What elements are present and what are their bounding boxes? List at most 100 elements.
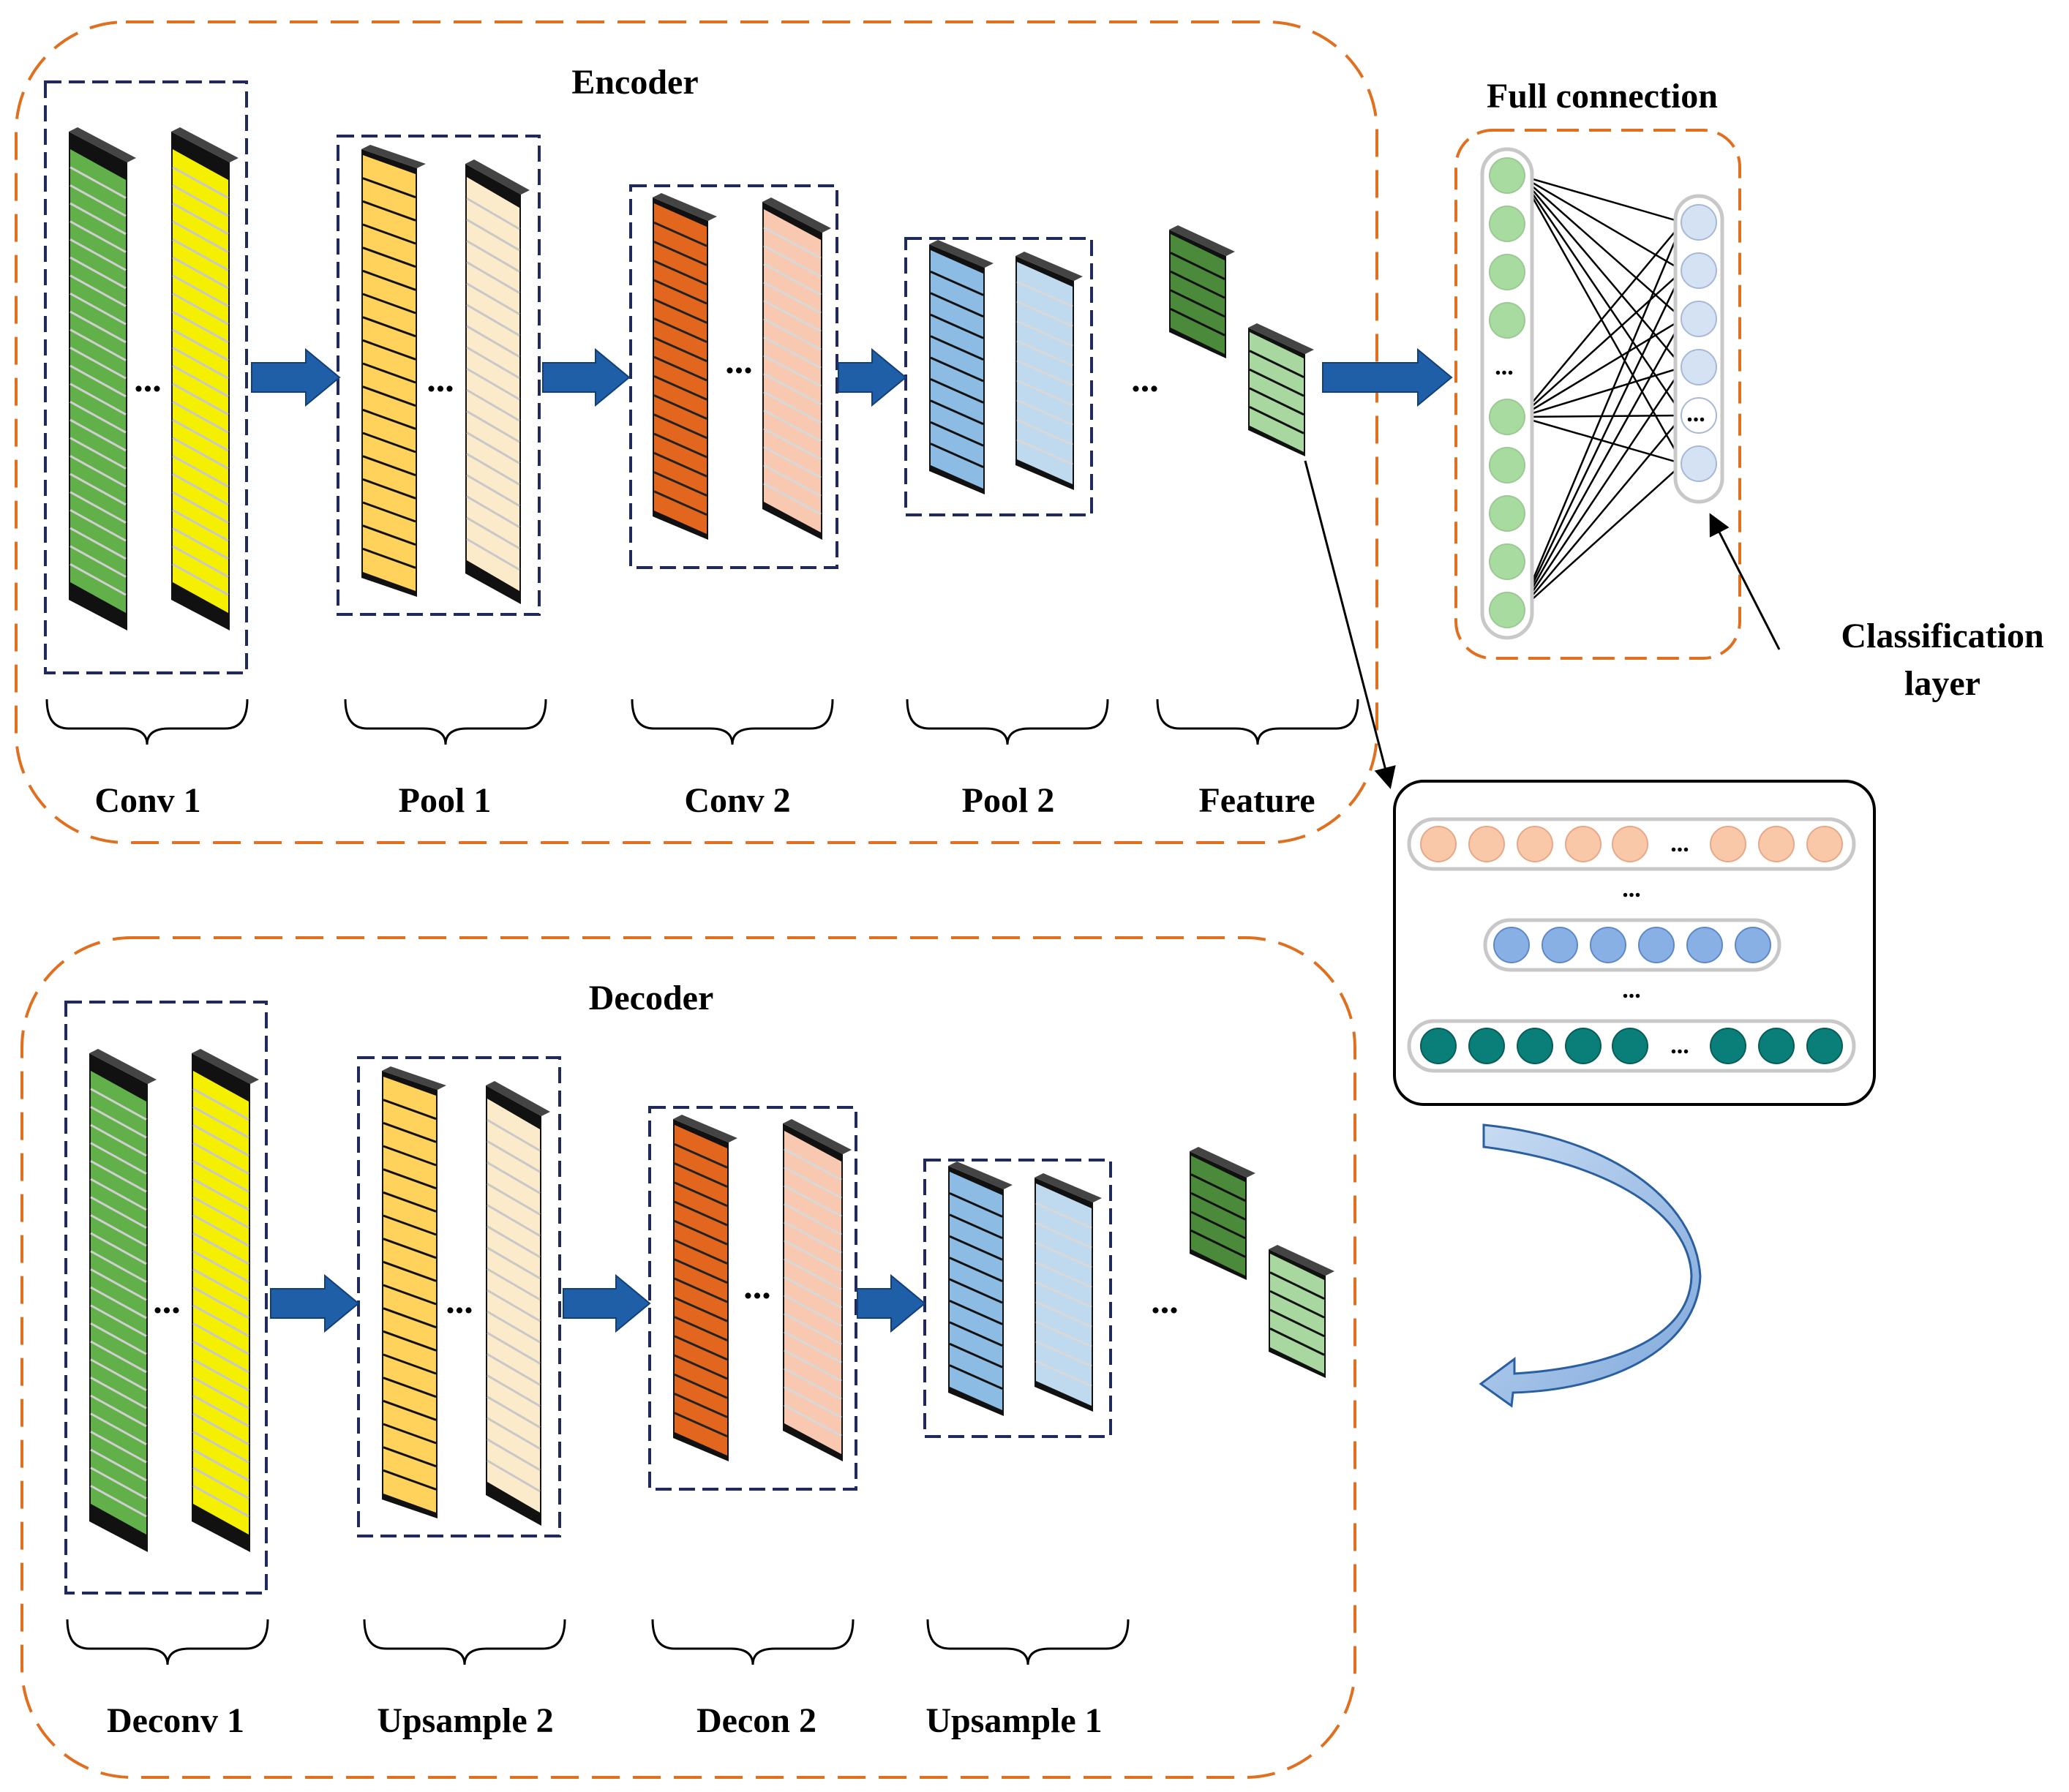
decoder-border	[20, 936, 1356, 1779]
arrow-deconv1-upsample2	[270, 1273, 360, 1333]
label-conv-2: Conv 2	[684, 781, 790, 820]
feature-layer-dark	[1169, 225, 1235, 358]
label-pool-1: Pool 1	[399, 781, 492, 820]
vector-row-teal-node	[1468, 1028, 1505, 1064]
vector-ellipsis-lower: ...	[1622, 976, 1641, 1004]
vector-row-blue-node	[1542, 927, 1578, 963]
fc-input-node	[1489, 495, 1525, 532]
classification-pointer-arrow	[1709, 513, 1781, 650]
full-connection-title: Full connection	[1487, 77, 1718, 116]
vector-row-peach-node	[1420, 826, 1457, 862]
vector-row-peach-node	[1517, 826, 1553, 862]
brace-conv1	[45, 699, 249, 745]
fc-connection	[1520, 270, 1683, 418]
arrow-conv2-pool2	[838, 347, 907, 407]
classification-label-line2: layer	[1904, 664, 1980, 703]
arrow-conv1-pool1	[251, 347, 341, 407]
arrow-pool1-conv2	[542, 347, 631, 407]
ellipsis-dec-feature: ...	[1151, 1280, 1179, 1321]
brace-decon2	[651, 1619, 855, 1665]
brace-upsample1	[926, 1619, 1130, 1665]
fc-output-node	[1681, 252, 1717, 289]
ellipsis-upsample2: ...	[446, 1280, 473, 1321]
fc-connection	[1520, 175, 1683, 368]
dec-feature-layer-light	[1269, 1245, 1334, 1378]
conv1-layer-green	[69, 127, 136, 630]
conv1-box	[44, 80, 248, 674]
vector-row-teal-node	[1758, 1028, 1795, 1064]
feature-layer-light	[1248, 323, 1314, 456]
feature-pointer-arrow	[1304, 460, 1396, 789]
pool1-layer-orange	[361, 145, 426, 597]
brace-conv2	[631, 699, 834, 745]
label-deconv-1: Deconv 1	[107, 1701, 244, 1740]
fc-input-node	[1489, 157, 1525, 194]
fc-input-node	[1489, 302, 1525, 339]
fc-connection	[1519, 318, 1684, 611]
label-pool-2: Pool 2	[962, 781, 1055, 820]
pool2-layer-blue	[929, 240, 994, 494]
ellipsis-decon2: ...	[743, 1265, 771, 1306]
fc-connection	[1519, 366, 1684, 611]
fc-input-node	[1489, 399, 1525, 435]
fc-output-ellipsis: ...	[1686, 400, 1705, 427]
arrow-upsample2-decon2	[563, 1273, 651, 1333]
fc-connection	[1520, 175, 1683, 320]
vector-row-blue-node	[1493, 927, 1530, 963]
ellipsis-pool1: ...	[427, 358, 454, 399]
vector-row-peach-node	[1468, 826, 1505, 862]
label-decon-2: Decon 2	[696, 1701, 816, 1740]
upsample1-layer-blue	[948, 1162, 1013, 1416]
pool2-layer-lightblue	[1015, 252, 1083, 490]
fc-connection	[1520, 463, 1683, 611]
fc-connection	[1520, 415, 1683, 611]
vector-row-blue-node	[1638, 927, 1675, 963]
arrow-decon2-upsample1	[857, 1273, 926, 1333]
deconv1-layer-green	[89, 1049, 157, 1552]
full-connection-border	[1454, 129, 1741, 660]
deconv1-layer-yellow	[192, 1049, 259, 1552]
decon2-layer-orange	[673, 1115, 737, 1461]
pool1-layer-cream	[465, 159, 530, 604]
decon2-layer-peach	[783, 1119, 852, 1461]
fc-connection	[1519, 175, 1684, 416]
pool1-box	[337, 135, 541, 616]
classification-label-line1: Classification	[1841, 617, 2043, 655]
vector-row-teal-ellipsis: ...	[1670, 1032, 1689, 1059]
fc-connection	[1519, 222, 1684, 611]
decon2-box	[648, 1106, 857, 1491]
fc-connection	[1520, 174, 1683, 272]
label-feature: Feature	[1198, 781, 1315, 820]
upsample2-layer-orange	[382, 1066, 446, 1518]
encoder-title: Encoder	[571, 63, 698, 102]
vector-row-blue-node	[1735, 927, 1771, 963]
fc-input-node	[1489, 543, 1525, 580]
fc-connection	[1520, 174, 1683, 224]
decoder-title: Decoder	[589, 979, 714, 1017]
label-upsample-1: Upsample 1	[925, 1701, 1102, 1740]
vector-row-teal-node	[1565, 1028, 1601, 1064]
brace-pool2	[906, 699, 1109, 745]
brace-upsample2	[363, 1619, 566, 1665]
ellipsis-feature: ...	[1131, 358, 1159, 399]
conv2-layer-orange	[653, 193, 717, 540]
ellipsis-conv2: ...	[725, 340, 753, 381]
brace-pool1	[344, 699, 547, 745]
dec-feature-layer-dark	[1190, 1147, 1255, 1280]
vector-row-peach-node	[1710, 826, 1746, 862]
vector-row-teal-node	[1806, 1028, 1843, 1064]
ellipsis-conv1: ...	[134, 358, 162, 399]
fc-input-node	[1489, 592, 1525, 628]
fc-output-node	[1681, 204, 1717, 241]
brace-deconv1	[66, 1619, 269, 1665]
deconv1-box	[64, 1001, 268, 1595]
fc-output-node	[1681, 301, 1717, 337]
fc-output-node-ellipsis	[1681, 397, 1717, 434]
conv2-box	[629, 184, 838, 569]
vector-ellipsis-upper: ...	[1622, 876, 1641, 903]
vector-row-peach-node	[1612, 826, 1648, 862]
vector-row-blue-node	[1686, 927, 1723, 963]
fc-connection	[1519, 270, 1684, 611]
fc-input-ellipsis: ...	[1495, 353, 1514, 380]
